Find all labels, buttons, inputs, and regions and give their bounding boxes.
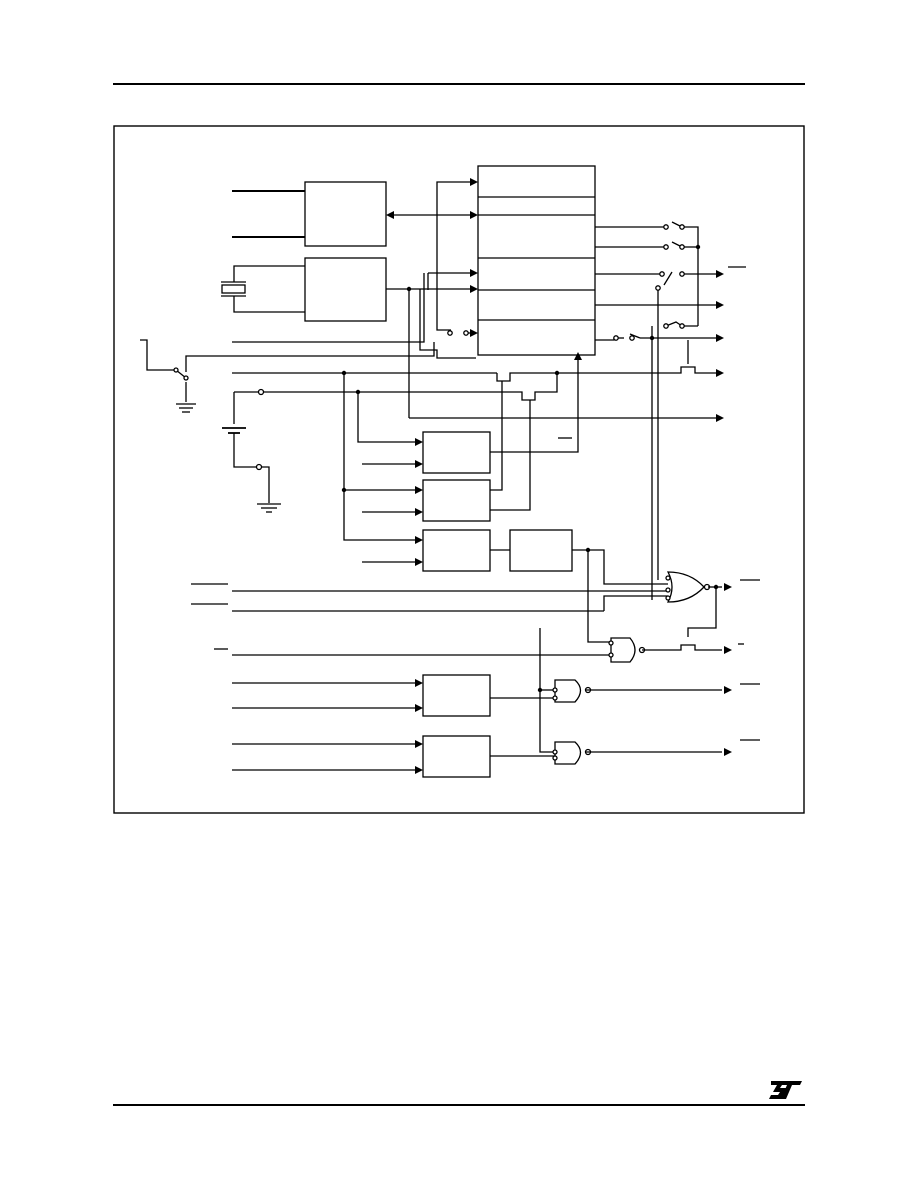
oscillator-block [304, 257, 387, 322]
nand-gate-1 [610, 637, 636, 663]
overline-marks [191, 266, 760, 741]
or-gate [666, 571, 705, 603]
diagram-frame [113, 125, 805, 814]
st-logo [769, 1081, 802, 1099]
comparator-block-2 [422, 529, 491, 572]
comparator-wires [343, 357, 579, 563]
gate-wires [232, 549, 722, 771]
comparator-block-3 [422, 674, 491, 717]
battery-switch [140, 339, 435, 413]
clock-wires [386, 272, 722, 419]
supply-wires [222, 372, 558, 513]
switch-contacts [173, 224, 685, 761]
nand-gate-3 [554, 741, 582, 765]
power-compare-block [422, 431, 491, 474]
crystal-icon [221, 265, 305, 313]
comparator-block-1 [422, 479, 491, 522]
footer-rule [113, 1104, 805, 1106]
junction-dots [341, 244, 719, 693]
arrowheads [386, 178, 732, 774]
register-output-wires [557, 221, 722, 600]
comparator-block-4 [422, 735, 491, 778]
header-rule [113, 83, 805, 85]
register-input-loop [232, 181, 476, 343]
register-array [477, 165, 596, 356]
nand-gate-2 [554, 679, 582, 703]
interface-wires [232, 190, 476, 238]
interface-block [304, 181, 387, 247]
delay-block [509, 529, 573, 572]
